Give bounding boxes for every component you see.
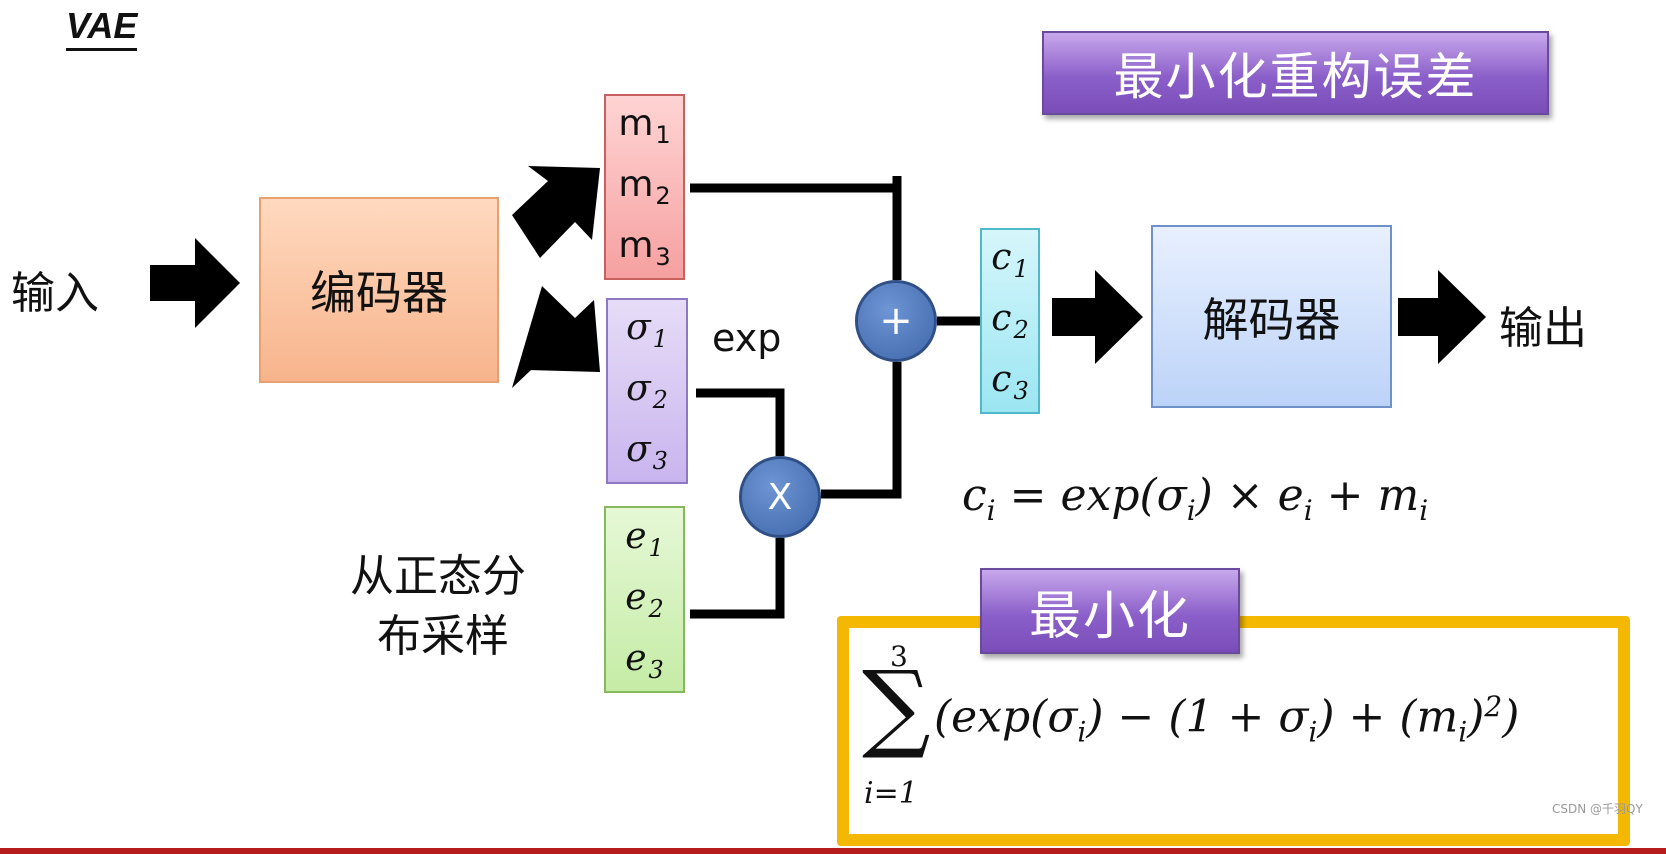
m-item-2: m2 bbox=[618, 163, 671, 210]
sigma-item-1: σ1 bbox=[626, 307, 668, 354]
c-vector: c1 c2 c3 bbox=[980, 228, 1040, 414]
sum-symbol: ∑ bbox=[862, 650, 931, 762]
e-item-3: e3 bbox=[625, 637, 664, 684]
sampling-label-line2: 布采样 bbox=[377, 611, 509, 662]
sigma-to-times-line bbox=[696, 388, 785, 456]
c-item-3: c3 bbox=[991, 358, 1029, 405]
encoder-box: 编码器 bbox=[259, 197, 499, 383]
sum-lower-limit: i=1 bbox=[864, 776, 918, 811]
e-item-2: e2 bbox=[625, 576, 664, 623]
exp-label: exp bbox=[712, 316, 782, 360]
m-item-3: m3 bbox=[618, 224, 671, 271]
decoder-box: 解码器 bbox=[1151, 225, 1392, 408]
encoder-to-m-arrow bbox=[512, 166, 600, 258]
kl-formula: (exp(σi) − (1 + σi) + (mi)2) bbox=[934, 690, 1520, 749]
watermark: CSDN @千羽QY bbox=[1552, 802, 1643, 816]
encoder-to-sigma-arrow bbox=[512, 286, 600, 388]
m-item-1: m1 bbox=[618, 103, 671, 150]
e-item-1: e1 bbox=[625, 515, 664, 562]
e-to-times-line bbox=[690, 538, 785, 619]
output-arrow bbox=[1398, 270, 1486, 364]
c-item-1: c1 bbox=[991, 237, 1029, 284]
sigma-item-3: σ3 bbox=[626, 428, 668, 475]
minimize-banner: 最小化 bbox=[980, 568, 1240, 654]
page-title: VAE bbox=[66, 4, 138, 51]
sum-upper-limit: 3 bbox=[890, 640, 908, 673]
bottom-bar bbox=[0, 848, 1666, 854]
output-label: 输出 bbox=[1499, 303, 1587, 354]
formula-c: ci = exp(σi) × ei + mi bbox=[962, 470, 1429, 527]
m-vector: m1 m2 m3 bbox=[604, 94, 685, 280]
input-label: 输入 bbox=[11, 268, 99, 319]
m-to-plus-line bbox=[690, 183, 902, 280]
e-vector: e1 e2 e3 bbox=[604, 506, 685, 693]
minimize-reconstruction-banner: 最小化重构误差 bbox=[1042, 31, 1549, 115]
times-operator: X bbox=[739, 456, 821, 538]
plus-operator: + bbox=[855, 280, 937, 362]
sigma-item-2: σ2 bbox=[626, 367, 668, 414]
times-to-plus-line bbox=[821, 362, 902, 499]
sigma-vector: σ1 σ2 σ3 bbox=[606, 298, 688, 484]
c-to-decoder-arrow bbox=[1052, 270, 1143, 364]
c-item-2: c2 bbox=[991, 297, 1029, 344]
input-arrow bbox=[150, 238, 240, 328]
sampling-label-line1: 从正态分 bbox=[350, 551, 526, 602]
